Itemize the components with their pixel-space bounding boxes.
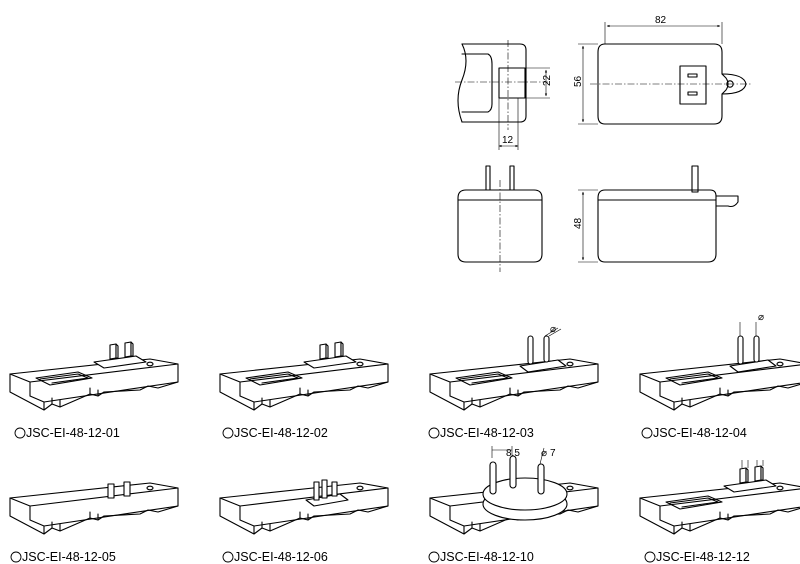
variant-10-drawing: 8.5 ⌀ 7: [429, 446, 599, 535]
dim-width: 82: [655, 15, 667, 26]
label-variant-01[interactable]: JSC-EI-48-12-01: [14, 426, 120, 440]
dim-plug-width: 22: [542, 74, 553, 86]
label-text-05: JSC-EI-48-12-05: [22, 550, 116, 564]
dim-height: 56: [573, 75, 584, 87]
label-variant-06[interactable]: JSC-EI-48-12-06: [222, 550, 328, 564]
label-text-01: JSC-EI-48-12-01: [26, 426, 120, 440]
variant-05-drawing: [9, 481, 179, 535]
variant-12-drawing: [639, 460, 800, 535]
label-variant-02[interactable]: JSC-EI-48-12-02: [222, 426, 328, 440]
variant-02-drawing: [219, 341, 389, 411]
dim-depth: 48: [573, 217, 584, 229]
dim-plug-offset: 12: [502, 135, 514, 146]
label-text-10: JSC-EI-48-12-10: [440, 550, 534, 564]
top-view: 48: [573, 165, 739, 263]
label-variant-12[interactable]: JSC-EI-48-12-12: [644, 550, 750, 564]
variant-10-pin-spacing: 8.5: [506, 448, 520, 459]
label-variant-03[interactable]: JSC-EI-48-12-03: [428, 426, 534, 440]
variant-10-pin-diameter: 7: [550, 448, 556, 459]
variant-04-drawing: ⌀: [639, 312, 800, 411]
variant-01-drawing: [9, 341, 179, 411]
variant-04-diameter-symbol: ⌀: [758, 312, 764, 323]
variant-06-drawing: [219, 479, 389, 535]
label-text-12: JSC-EI-48-12-12: [656, 550, 750, 564]
label-text-04: JSC-EI-48-12-04: [653, 426, 747, 440]
label-text-06: JSC-EI-48-12-06: [234, 550, 328, 564]
front-view: 82 56: [573, 15, 752, 125]
variant-03-diameter-symbol: ⌀: [550, 324, 556, 335]
end-view: [457, 165, 543, 272]
label-text-03: JSC-EI-48-12-03: [440, 426, 534, 440]
variant-10-diameter-symbol: ⌀: [541, 448, 547, 459]
label-variant-10[interactable]: JSC-EI-48-12-10: [428, 550, 534, 564]
label-text-02: JSC-EI-48-12-02: [234, 426, 328, 440]
label-variant-04[interactable]: JSC-EI-48-12-04: [641, 426, 747, 440]
variant-03-drawing: ⌀: [429, 324, 599, 411]
side-view-top: 22 12: [455, 40, 553, 150]
label-variant-05[interactable]: JSC-EI-48-12-05: [10, 550, 116, 564]
